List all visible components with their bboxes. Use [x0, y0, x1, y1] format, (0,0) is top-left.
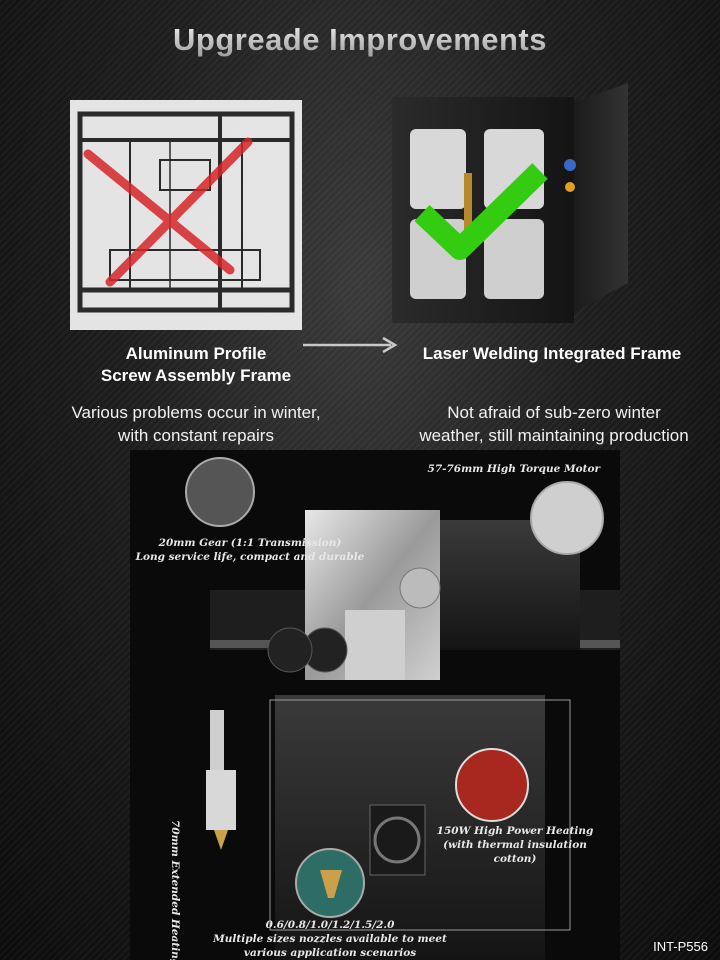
page-title: Upgreade Improvements — [0, 22, 720, 58]
gear-label-line2: Long service life, compact and durable — [135, 551, 365, 563]
new-frame-label: Laser Welding Integrated Frame — [422, 344, 682, 363]
green-check-icon — [414, 163, 548, 260]
motor-label: 57-76mm High Torque Motor — [427, 463, 600, 475]
nozzle-label-line2: Multiple sizes nozzles available to meet — [213, 933, 447, 945]
red-x-icon — [83, 137, 253, 287]
aluminum-frame-printer-image — [70, 100, 302, 330]
welded-frame-printer-image — [392, 83, 628, 323]
old-frame-note: Various problems occur in winter, with c… — [40, 401, 352, 447]
heater-label-line1: 150W High Power Heating — [436, 825, 594, 837]
heater-label-line2: (with thermal insulation cotton) — [443, 839, 587, 865]
old-frame-label: Aluminum Profile Screw Assembly Frame — [70, 343, 322, 387]
old-frame-label-line2: Screw Assembly Frame — [100, 366, 292, 385]
heater-label: 150W High Power Heating (with thermal in… — [420, 824, 610, 866]
nozzle-label-line1: 0.6/0.8/1.0/1.2/1.5/2.0 — [265, 919, 395, 931]
gear-label: 20mm Gear (1:1 Transmission) Long servic… — [135, 536, 365, 564]
nozzle-label-line3: various application scenarios — [243, 947, 417, 959]
new-frame-note: Not afraid of sub-zero winter weather, s… — [398, 401, 710, 447]
old-frame-note-line2: with constant repairs — [118, 426, 274, 445]
right-arrow-icon — [303, 336, 398, 354]
extruder-photo: 57-76mm High Torque Motor 20mm Gear (1:1… — [130, 450, 620, 960]
old-frame-label-line1: Aluminum Profile — [125, 344, 267, 363]
gear-label-line1: 20mm Gear (1:1 Transmission) — [158, 537, 342, 549]
heating-zone-label: 70mm Extended Heating Zone — [169, 820, 181, 960]
product-code: INT-P556 — [653, 939, 708, 954]
old-frame-note-line1: Various problems occur in winter, — [71, 403, 321, 422]
new-frame-note-line2: weather, still maintaining production — [419, 426, 689, 445]
nozzle-label: 0.6/0.8/1.0/1.2/1.5/2.0 Multiple sizes n… — [200, 918, 460, 960]
new-frame-note-line1: Not afraid of sub-zero winter — [447, 403, 661, 422]
extruder-illustration — [185, 457, 620, 960]
